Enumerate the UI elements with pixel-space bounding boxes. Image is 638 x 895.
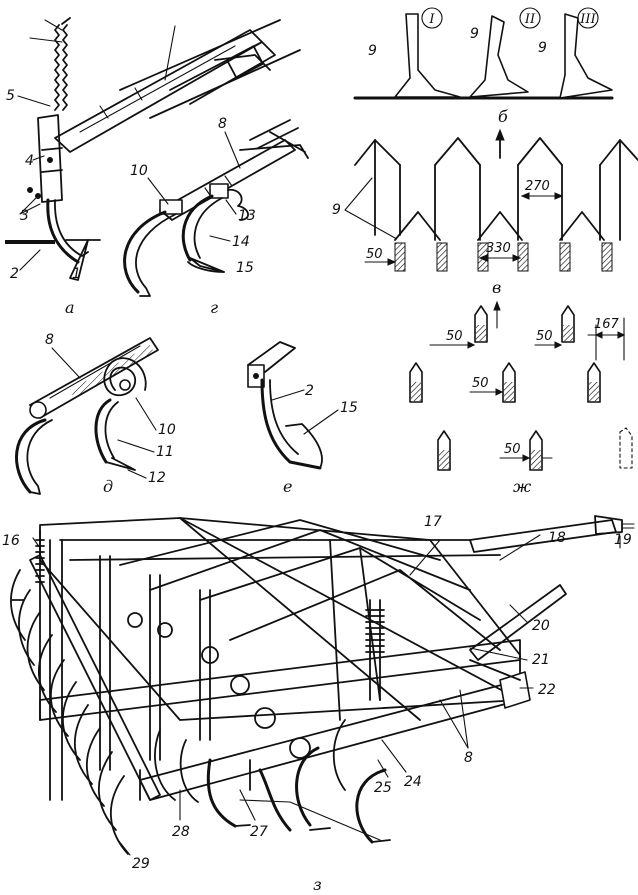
panel-a-label-5: 5 (6, 88, 15, 104)
panel-z-label-29: 29 (132, 856, 150, 872)
panel-z-label-25: 25 (374, 780, 392, 796)
panel-b-label-9b: 9 (470, 26, 479, 42)
panel-v-caption: в (492, 278, 501, 297)
panel-a-label-4: 4 (25, 153, 34, 169)
panel-b-roman-1: I (428, 12, 435, 27)
panel-g-caption: г (210, 298, 218, 317)
panel-e-caption: е (283, 477, 292, 496)
panel-zh-dim-50c: 50 (472, 376, 489, 391)
panel-zh-dim-167: 167 (594, 317, 620, 332)
panel-b-roman-2: II (524, 12, 536, 27)
panel-e-rigid-tine: 2 15 е (247, 341, 358, 496)
panel-b-label-9a: 9 (368, 43, 377, 59)
panel-zh-caption: ж (513, 477, 532, 496)
panel-d-label-8: 8 (45, 332, 54, 348)
panel-zh-dim-50a: 50 (446, 329, 463, 344)
panel-v-placement-plan: 270 50 330 9 в (332, 128, 638, 297)
panel-z-label-16: 16 (2, 533, 20, 549)
panel-a-label-3: 3 (20, 208, 29, 224)
panel-d-label-11: 11 (156, 444, 174, 460)
panel-z-label-20: 20 (532, 618, 550, 634)
panel-z-caption: з (313, 875, 322, 894)
panel-z-label-21: 21 (532, 652, 550, 668)
panel-z-cultivator-machine: 16 17 18 19 20 21 22 24 25 8 27 28 29 з (2, 514, 635, 894)
panel-v-label-9: 9 (332, 202, 341, 218)
panel-g-label-10: 10 (130, 163, 148, 179)
panel-b-roman-3: III (579, 12, 596, 27)
panel-zh-dim-50b: 50 (536, 329, 553, 344)
panel-z-label-22: 22 (538, 682, 556, 698)
panel-d-label-10: 10 (158, 422, 176, 438)
panel-e-label-2: 2 (305, 383, 314, 399)
panel-zh-chisel-plan: 50 50 167 50 50 ж (409, 300, 633, 496)
panel-a-label-2: 2 (10, 266, 19, 282)
panel-a-label-1: 1 (72, 266, 81, 282)
panel-g-label-15: 15 (236, 260, 254, 276)
panel-z-label-24: 24 (404, 774, 422, 790)
panel-z-label-8: 8 (464, 750, 473, 766)
panel-v-dim-330: 330 (486, 241, 511, 256)
panel-d-caption: д (103, 477, 113, 496)
panel-z-label-27: 27 (250, 824, 268, 840)
panel-v-dim-270: 270 (525, 179, 550, 194)
panel-z-label-28: 28 (172, 824, 190, 840)
panel-e-label-15: 15 (340, 400, 358, 416)
panel-v-dim-50: 50 (366, 247, 383, 262)
panel-a-caption: а (65, 298, 75, 317)
panel-g-spring-tines: 8 10 13 14 15 г (123, 116, 309, 317)
panel-g-label-14: 14 (232, 234, 250, 250)
panel-b-label-9c: 9 (538, 40, 547, 56)
panel-a-spring-tine: 1 2 3 4 5 а (5, 17, 301, 317)
harrow-tines (10, 569, 129, 855)
panel-b-caption: б (498, 107, 508, 126)
panel-g-label-13: 13 (238, 208, 256, 224)
panel-z-label-17: 17 (424, 514, 442, 530)
panel-z-label-19: 19 (614, 532, 632, 548)
panel-b-tine-variants: 9 9 9 I II III б (353, 7, 614, 126)
panel-zh-dim-50d: 50 (504, 442, 521, 457)
panel-g-label-8: 8 (218, 116, 227, 132)
panel-z-label-18: 18 (548, 530, 566, 546)
panel-d-spiral-tine: 8 10 11 12 д (15, 332, 176, 496)
panel-d-label-12: 12 (148, 470, 166, 486)
